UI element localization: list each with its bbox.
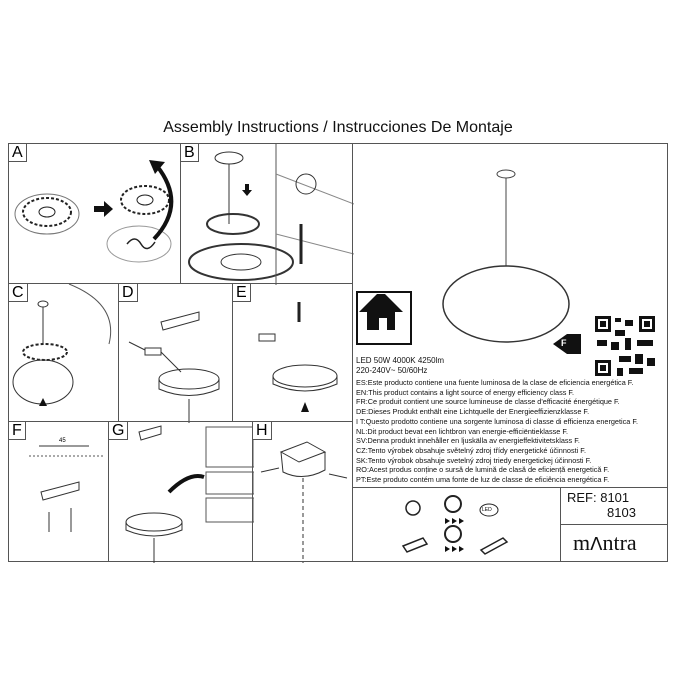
spec-power: LED 50W 4000K 4250lm [356,356,445,365]
led-icon-label: LED [482,507,492,513]
pendant-lamp-illustration [356,169,655,376]
panel-e: E [232,283,353,422]
ref-box: REF: 8101 8103 [560,487,668,525]
spec-voltage: 220-240V~ 50/60Hz [356,366,428,375]
icon-panel: LED [352,487,561,562]
led-replacement-icons [401,495,509,555]
page-title: Assembly Instructions / Instrucciones De… [163,119,513,136]
panel-b: B [180,143,354,285]
step-b-illustration [188,144,354,285]
panel-a: A [8,143,181,284]
panel-h: H [252,421,353,563]
panel-label: F [9,422,26,440]
step-a-illustration [14,160,174,263]
brand-box: mΛntra [560,524,668,562]
statement: EN:This product contains a light source … [356,387,575,397]
panel-f: F 45 [8,421,109,562]
product-panel: F [352,143,668,488]
dimension-label: 45 [59,438,66,444]
step-c-illustration [12,284,112,406]
step-g-illustration [125,425,254,563]
statement: FR:Ce produit contient une source lumine… [356,397,620,407]
panel-d: D [118,283,233,423]
panel-label: H [253,422,272,440]
statement: I T:Questo prodotto contiene una sorgent… [356,416,639,426]
ref-number: REF: 8101 [567,490,630,505]
statement: PT:Este produto contém uma fonte de luz … [356,475,610,485]
mantra-logo: mΛntra [573,530,637,555]
qr-code [595,316,655,376]
statement: CZ:Tento výrobek obsahuje světelný zdroj… [356,445,586,455]
energy-statements: ES:Este producto contiene una fuente lum… [356,378,638,485]
panel-label: A [9,144,27,162]
step-d-illustration [128,311,220,423]
panel-label: B [181,144,199,162]
statement: NL:Dit product bevat een lichtbron van e… [356,426,568,436]
panel-c: C [8,283,119,422]
step-f-illustration [29,445,104,532]
step-h-illustration [260,441,348,563]
panel-label: D [119,284,138,302]
statement: ES:Este producto contiene una fuente lum… [356,378,634,387]
energy-class-badge: F [561,338,567,348]
statement: SV:Denna produkt innehåller en ljuskälla… [356,436,580,446]
ref-number-alt: 8103 [607,505,636,520]
statement: DE:Dieses Produkt enthält eine Lichtquel… [356,407,590,417]
panel-label: E [233,284,251,302]
statement: RO:Acest produs conține o sursă de lumin… [356,465,610,475]
statement: SK:Tento výrobok obsahuje svetelný zdroj… [356,455,592,465]
panel-label: G [109,422,129,440]
panel-g: G [108,421,254,563]
panel-label: C [9,284,28,302]
step-e-illustration [258,302,338,412]
